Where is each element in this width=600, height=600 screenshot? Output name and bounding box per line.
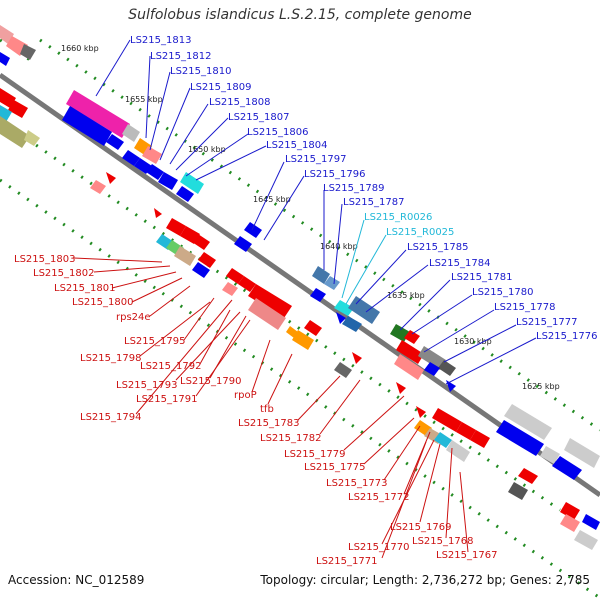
genome-backbone xyxy=(0,72,600,498)
gene-label: LS215_1771 xyxy=(316,556,377,567)
bottom-leader-lines xyxy=(73,257,469,559)
gene-label: LS215_R0026 xyxy=(364,212,432,223)
scale-labels: 1660 kbp 1655 kbp 1650 kbp 1645 kbp 1640… xyxy=(61,44,560,391)
feature-cluster-1655 xyxy=(62,90,204,202)
gene-label: LS215_1803 xyxy=(14,254,75,265)
gene-label: LS215_R0025 xyxy=(386,227,454,238)
scale-label: 1640 kbp xyxy=(320,242,358,251)
gene-label: LS215_1813 xyxy=(130,35,191,46)
gene-label: LS215_1780 xyxy=(472,287,533,298)
scale-label: 1630 kbp xyxy=(454,337,492,346)
gene-label: LS215_1767 xyxy=(436,550,497,561)
gene-label: LS215_1804 xyxy=(266,140,327,151)
gene-label: LS215_1778 xyxy=(494,302,555,313)
gene-label: LS215_1782 xyxy=(260,433,321,444)
gene-label: LS215_1769 xyxy=(390,522,451,533)
gene-label: LS215_1783 xyxy=(238,418,299,429)
scale-label: 1660 kbp xyxy=(61,44,99,53)
gene-label: LS215_1809 xyxy=(190,82,251,93)
gene-label: LS215_1798 xyxy=(80,353,141,364)
scale-label: 1645 kbp xyxy=(253,195,291,204)
gene-label: LS215_1770 xyxy=(348,542,409,553)
feature-cluster-1630 xyxy=(414,404,600,550)
genome-summary: Topology: circular; Length: 2,736,272 bp… xyxy=(260,573,590,587)
accession-label: Accession: NC_012589 xyxy=(8,573,145,587)
top-leader-lines xyxy=(95,39,537,385)
gene-label: LS215_1790 xyxy=(180,376,241,387)
feature-cluster-1650-reverse xyxy=(90,172,216,278)
gene-label: LS215_1779 xyxy=(284,449,345,460)
gene-label: LS215_1776 xyxy=(536,331,597,342)
gene-label: LS215_1772 xyxy=(348,492,409,503)
scale-label: 1625 kbp xyxy=(522,382,560,391)
gene-label: LS215_1801 xyxy=(54,283,115,294)
gene-label: LS215_1807 xyxy=(228,112,289,123)
gene-label: LS215_1808 xyxy=(209,97,270,108)
scale-label: 1635 kbp xyxy=(387,291,425,300)
edge-features-top-left xyxy=(0,25,40,148)
gene-label: LS215_1775 xyxy=(304,462,365,473)
gene-label: tfb xyxy=(260,404,274,415)
gene-label: LS215_1791 xyxy=(136,394,197,405)
gene-label: LS215_1787 xyxy=(343,197,404,208)
gene-label: LS215_1810 xyxy=(170,66,231,77)
gene-label: LS215_1812 xyxy=(150,51,211,62)
gene-label: LS215_1792 xyxy=(140,361,201,372)
bottom-gene-labels: LS215_1803 LS215_1802 LS215_1801 LS215_1… xyxy=(14,254,497,567)
gene-label: LS215_1797 xyxy=(285,154,346,165)
scale-label: 1650 kbp xyxy=(188,145,226,154)
gene-label: rpoP xyxy=(234,390,257,401)
feature-cluster-1645 xyxy=(222,222,322,350)
gene-label: LS215_1781 xyxy=(451,272,512,283)
gene-label: LS215_1784 xyxy=(429,258,490,269)
gene-label: LS215_1806 xyxy=(247,127,308,138)
gene-label: LS215_1773 xyxy=(326,478,387,489)
gene-label: LS215_1777 xyxy=(516,317,577,328)
gene-label: LS215_1802 xyxy=(33,268,94,279)
gene-label: LS215_1789 xyxy=(323,183,384,194)
gene-label: LS215_1800 xyxy=(72,297,133,308)
top-gene-labels: LS215_1813 LS215_1812 LS215_1810 LS215_1… xyxy=(130,35,597,342)
feature-cluster-1640 xyxy=(310,266,380,378)
gene-label: rps24e xyxy=(116,312,151,323)
scale-label: 1655 kbp xyxy=(125,95,163,104)
gene-label: LS215_1793 xyxy=(116,380,177,391)
scale-track-upper xyxy=(39,38,600,432)
gene-label: LS215_1794 xyxy=(80,412,141,423)
gene-label: LS215_1785 xyxy=(407,242,468,253)
gene-label: LS215_1796 xyxy=(304,169,365,180)
scale-track-outer-bottom xyxy=(0,178,600,600)
gene-label: LS215_1795 xyxy=(124,336,185,347)
gene-label: LS215_1768 xyxy=(412,536,473,547)
feature-cluster-1635 xyxy=(390,324,456,394)
map-title: Sulfolobus islandicus L.S.2.15, complete… xyxy=(128,7,472,23)
